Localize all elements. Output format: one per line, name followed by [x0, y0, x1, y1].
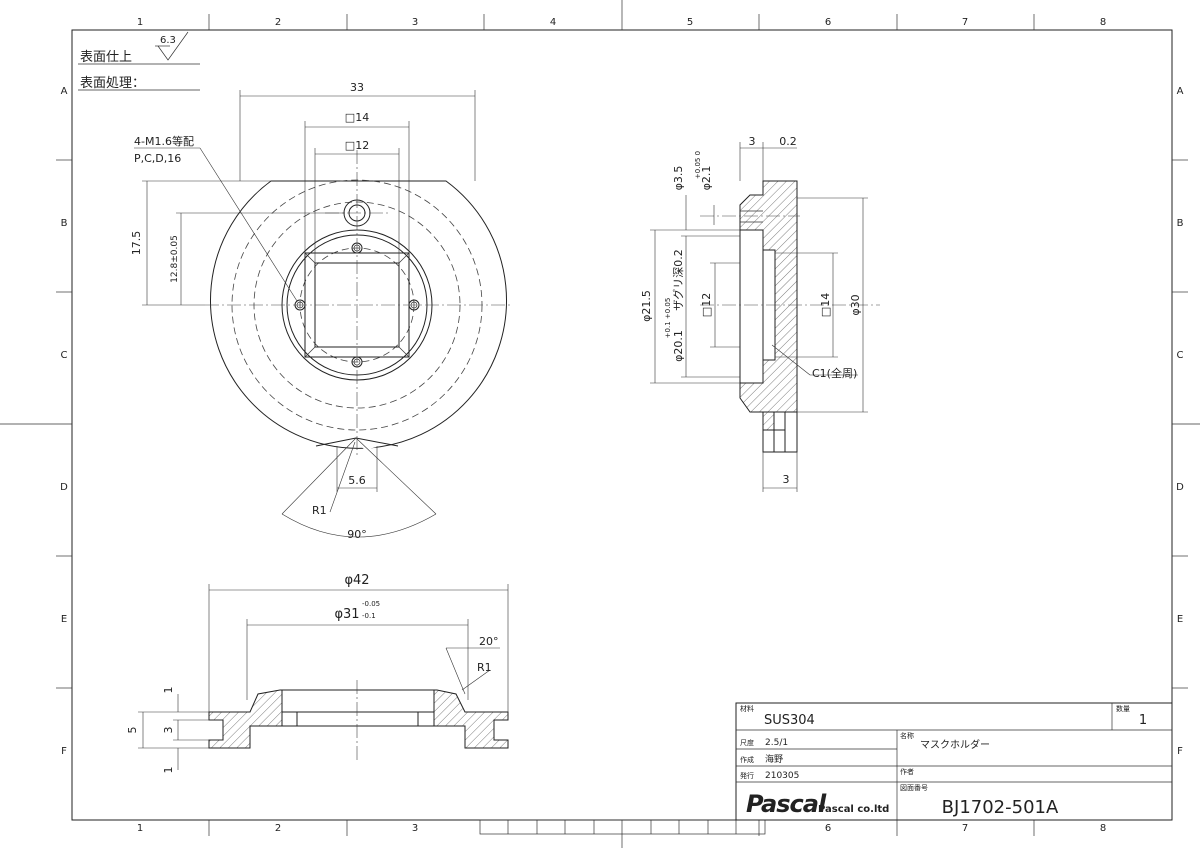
dim-dia-31: φ31 [334, 607, 359, 622]
grid-col-label: 6 [825, 17, 831, 28]
author-label: 作成 [740, 755, 754, 764]
name-label: 名称 [900, 731, 914, 740]
dim-side-phi-30: φ30 [849, 294, 862, 315]
grid-col-label: 1 [137, 17, 143, 28]
grid-col-label: 2 [275, 17, 281, 28]
dim-side-phi-21-5: φ21.5 [640, 290, 653, 322]
grid-col-label: 7 [962, 17, 968, 28]
dim-dia-31-tol-upper: -0.05 [362, 600, 380, 608]
author-value: 海野 [765, 753, 783, 765]
company-name: Pascal co.ltd [818, 804, 889, 815]
roughness-symbol-icon [157, 31, 189, 61]
grid-col-label: 2 [275, 823, 281, 834]
dim-side-phi-20-1-tol: +0.1 +0.05 [664, 298, 672, 339]
issued-value: 210305 [765, 771, 799, 781]
grid-col-label: 3 [412, 17, 418, 28]
dim-side-square-14: □14 [819, 293, 832, 317]
section-view [208, 680, 509, 760]
dim-side-phi-2-1-tol: +0.05 0 [694, 151, 702, 179]
surface-notes: 表面仕上 6.3 表面処理： [78, 31, 200, 91]
holes-note-line1: 4-M1.6等配 [134, 134, 194, 148]
dim-5-6: 5.6 [348, 474, 366, 487]
surface-roughness-value: 6.3 [160, 35, 176, 46]
grid-col-label: 3 [412, 823, 418, 834]
drawing-number: BJ1702-501A [942, 797, 1059, 818]
dim-side-chamfer: C1(全周) [812, 366, 857, 380]
dim-side-3-top: 3 [749, 135, 756, 148]
issued-label: 発行 [740, 771, 754, 780]
grid-row-label: E [61, 614, 67, 625]
front-view-dimensions: 33 □14 □12 4-M1.6等配 P,C,D,16 17.5 12.8±0… [130, 81, 476, 541]
material-label: 材料 [740, 704, 754, 713]
part-name: マスクホルダー [920, 738, 990, 751]
material-value: SUS304 [764, 713, 815, 728]
grid-row-label: A [61, 86, 68, 97]
grid-row-label: C [61, 350, 68, 361]
grid-col-label: 1 [137, 823, 143, 834]
grid-col-label: 5 [687, 17, 693, 28]
grid-col-label: 8 [1100, 823, 1106, 834]
grid-row-label: D [60, 482, 68, 493]
grid-column-labels-top: 1 2 3 4 5 6 7 8 [137, 17, 1106, 28]
dim-3: 3 [162, 727, 175, 734]
scale-label: 尺度 [740, 738, 754, 747]
scale-value: 2.5/1 [765, 738, 788, 748]
quantity-label: 数量 [1116, 704, 1130, 713]
dim-radius-r1: R1 [312, 504, 327, 517]
grid-row-label: B [1177, 218, 1184, 229]
front-view [205, 150, 510, 455]
grid-row-label: F [1177, 746, 1183, 757]
grid-row-label: F [61, 746, 67, 757]
dim-side-phi-3-5: φ3.5 [672, 166, 685, 191]
grid-row-label: E [1177, 614, 1183, 625]
surface-finish-label: 表面仕上 [80, 50, 132, 65]
dim-angle-90: 90° [347, 528, 367, 541]
grid-col-label: 4 [550, 17, 556, 28]
dim-side-0-2: 0.2 [779, 135, 797, 148]
surface-treatment-label: 表面処理： [80, 76, 145, 91]
grid-row-label: D [1176, 482, 1184, 493]
dim-12-8: 12.8±0.05 [170, 235, 180, 283]
grid-row-label: A [1177, 86, 1184, 97]
dim-angle-20: 20° [479, 635, 499, 648]
dim-33: 33 [350, 81, 364, 94]
grid-col-label: 6 [825, 823, 831, 834]
grid-row-label: C [1177, 350, 1184, 361]
company-logo: Pascal [746, 790, 827, 818]
dim-1-top: 1 [162, 687, 175, 694]
dim-17-5: 17.5 [130, 231, 143, 256]
dim-side-phi-20-1-note: ザグリ深0.2 [671, 249, 685, 311]
dim-side-square-12: □12 [700, 293, 713, 317]
side-view-dimensions: 3 0.2 φ3.5 φ2.1 +0.05 0 φ21.5 φ20.1 +0.1… [640, 135, 868, 492]
holes-note-line2: P,C,D,16 [134, 152, 181, 165]
dim-dia-31-tol-lower: -0.1 [362, 612, 376, 620]
side-view [700, 180, 880, 453]
dim-side-3-bottom: 3 [783, 473, 790, 486]
grid-row-labels-right: A B C D E F [1176, 86, 1184, 757]
dim-square-14: □14 [345, 111, 369, 124]
section-view-dimensions: φ42 φ31 -0.05 -0.1 20° R1 5 3 1 1 [126, 573, 509, 774]
dim-radius-r1-section: R1 [477, 661, 492, 674]
grid-col-label: 8 [1100, 17, 1106, 28]
dim-side-phi-20-1: φ20.1 [672, 330, 685, 362]
dim-dia-42: φ42 [344, 573, 369, 588]
drawing-no-label: 図面番号 [900, 784, 928, 792]
grid-row-label: B [61, 218, 68, 229]
dim-side-phi-2-1: φ2.1 [700, 166, 713, 191]
dim-1-bottom: 1 [162, 767, 175, 774]
author2-label: 作者 [900, 767, 914, 776]
grid-column-labels-bottom: 1 2 3 6 7 8 [137, 823, 1106, 834]
grid-col-label: 7 [962, 823, 968, 834]
grid-row-labels-left: A B C D E F [60, 86, 68, 757]
quantity-value: 1 [1139, 713, 1147, 728]
dim-square-12: □12 [345, 139, 369, 152]
dim-5: 5 [126, 727, 139, 734]
title-block: 材料 SUS304 数量 1 尺度 2.5/1 名称 マスクホルダー 作成 海野… [735, 702, 1173, 821]
